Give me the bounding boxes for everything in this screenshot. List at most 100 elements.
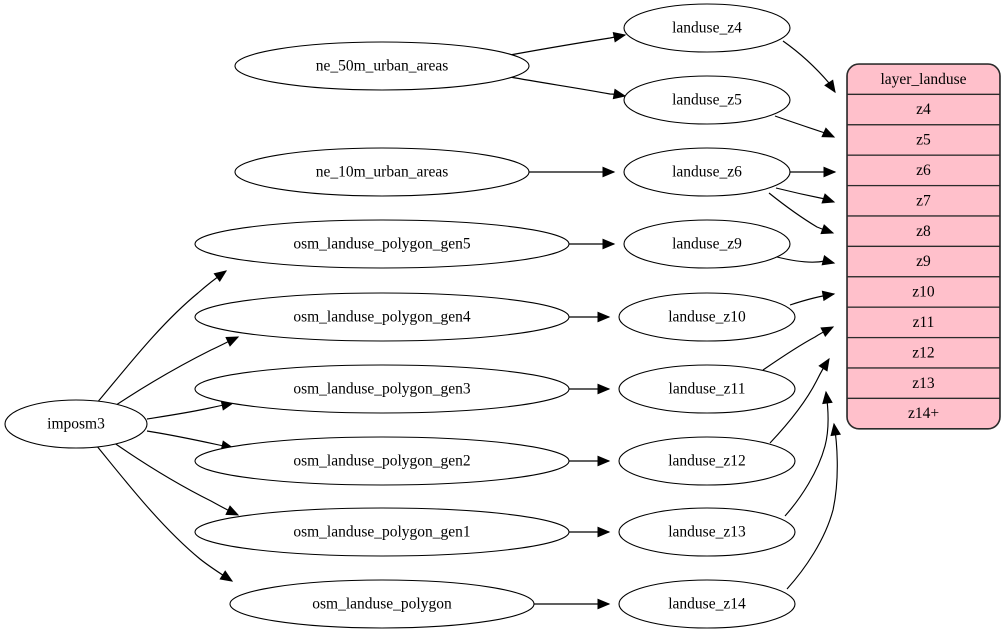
edge-arrowhead: [824, 79, 836, 94]
node-shape: [4, 399, 148, 449]
edge: [534, 598, 611, 610]
edge: [768, 192, 835, 235]
record-row-label: z11: [913, 314, 935, 331]
edge: [769, 357, 830, 444]
edge-arrowhead: [602, 238, 616, 250]
node-landuse_z9[interactable]: landuse_z9: [623, 219, 791, 269]
record-row-cell[interactable]: [847, 367, 1000, 400]
edge-line: [786, 423, 838, 590]
node-label: imposm3: [47, 416, 105, 433]
edge-line: [509, 34, 626, 56]
node-osm_landuse_polygon_gen1[interactable]: osm_landuse_polygon_gen1: [194, 507, 570, 557]
node-landuse_z14[interactable]: landuse_z14: [618, 579, 796, 629]
edge: [109, 439, 240, 516]
edge: [789, 290, 836, 306]
edge-arrowhead: [597, 598, 611, 610]
edge: [95, 444, 234, 582]
node-shape: [623, 147, 791, 197]
node-label: osm_landuse_polygon_gen4: [293, 309, 471, 326]
node-label: ne_10m_urban_areas: [316, 164, 449, 181]
node-label: osm_landuse_polygon: [312, 596, 452, 613]
node-shape: [623, 219, 791, 269]
edge: [95, 270, 228, 405]
edge-arrowhead: [823, 166, 837, 178]
node-landuse_z6[interactable]: landuse_z6: [623, 147, 791, 197]
node-label: ne_50m_urban_areas: [316, 58, 449, 75]
edge: [762, 326, 835, 371]
node-shape: [194, 292, 570, 342]
node-landuse_z5[interactable]: landuse_z5: [623, 75, 791, 125]
node-label: landuse_z10: [668, 309, 746, 326]
node-landuse_z10[interactable]: landuse_z10: [618, 292, 796, 342]
record-row-cell[interactable]: [847, 336, 1000, 369]
edge: [569, 383, 611, 395]
node-shape: [194, 507, 570, 557]
node-label: landuse_z13: [668, 524, 746, 541]
node-shape: [618, 579, 796, 629]
node-shape: [229, 579, 535, 629]
node-osm_landuse_polygon[interactable]: osm_landuse_polygon: [229, 579, 535, 629]
node-osm_landuse_polygon_gen3[interactable]: osm_landuse_polygon_gen3: [194, 364, 570, 414]
record-row-cell[interactable]: [847, 93, 1000, 126]
edge-arrowhead: [597, 526, 611, 538]
record-row-label: z14+: [908, 405, 939, 422]
edge-arrowhead: [822, 390, 833, 405]
node-shape: [623, 3, 791, 53]
node-landuse_z13[interactable]: landuse_z13: [618, 507, 796, 557]
record-row-label: z4: [916, 101, 931, 118]
edge-arrowhead: [602, 166, 616, 178]
record-row-label: z10: [912, 284, 935, 301]
node-shape: [623, 75, 791, 125]
record-node-outline: [846, 63, 1001, 430]
node-label: landuse_z14: [668, 596, 746, 613]
record-row-cell[interactable]: [847, 397, 1000, 429]
edge: [775, 187, 836, 204]
node-label: landuse_z5: [672, 92, 742, 109]
record-row-cell[interactable]: [847, 276, 1000, 308]
node-label: osm_landuse_polygon_gen2: [293, 453, 470, 470]
edges-layer: [95, 32, 842, 610]
edge-line: [784, 391, 829, 517]
record-node-layer: layer_landusez4z5z6z7z8z9z10z11z12z13z14…: [846, 63, 1001, 430]
node-shape: [618, 292, 796, 342]
edge-arrowhead: [225, 336, 240, 347]
node-shape: [194, 219, 570, 269]
edge: [786, 422, 842, 590]
edge: [569, 311, 611, 323]
edge-arrowhead: [820, 326, 835, 337]
edge-line: [509, 76, 626, 97]
record-row-label: z8: [916, 223, 931, 240]
node-shape: [234, 147, 530, 197]
record-row-cell[interactable]: [847, 124, 1000, 156]
node-imposm3[interactable]: imposm3: [4, 399, 148, 449]
record-row-cell[interactable]: [847, 154, 1000, 187]
node-label: landuse_z6: [672, 164, 742, 181]
edge: [776, 255, 836, 266]
record-row-label: z9: [916, 253, 931, 270]
edge: [790, 166, 837, 178]
node-landuse_z4[interactable]: landuse_z4: [623, 3, 791, 53]
edge: [569, 238, 616, 250]
edge-arrowhead: [597, 383, 611, 395]
record-row-label: z13: [912, 375, 935, 392]
record-row-label: z6: [916, 162, 931, 179]
node-landuse_z12[interactable]: landuse_z12: [618, 436, 796, 486]
edge-arrowhead: [821, 290, 836, 302]
record-rows: layer_landusez4z5z6z7z8z9z10z11z12z13z14…: [847, 64, 1000, 429]
node-osm_landuse_polygon_gen4[interactable]: osm_landuse_polygon_gen4: [194, 292, 570, 342]
edge-arrowhead: [225, 505, 240, 516]
node-landuse_z11[interactable]: landuse_z11: [618, 364, 796, 414]
record-row-label: z7: [916, 192, 931, 209]
record-row-label: z12: [912, 344, 934, 361]
record-row-cell[interactable]: [847, 245, 1000, 278]
record-row-cell[interactable]: [847, 184, 1000, 217]
edge-line: [95, 270, 227, 405]
node-ne_10m_urban_areas[interactable]: ne_10m_urban_areas: [234, 147, 530, 197]
node-osm_landuse_polygon_gen2[interactable]: osm_landuse_polygon_gen2: [194, 436, 570, 486]
node-label: osm_landuse_polygon_gen1: [293, 524, 470, 541]
node-ne_50m_urban_areas[interactable]: ne_50m_urban_areas: [234, 41, 530, 91]
edge: [784, 390, 833, 517]
nodes-layer: imposm3 ne_50m_urban_areas ne_10m_urban_ar…: [4, 3, 796, 629]
node-osm_landuse_polygon_gen5[interactable]: osm_landuse_polygon_gen5: [194, 219, 570, 269]
